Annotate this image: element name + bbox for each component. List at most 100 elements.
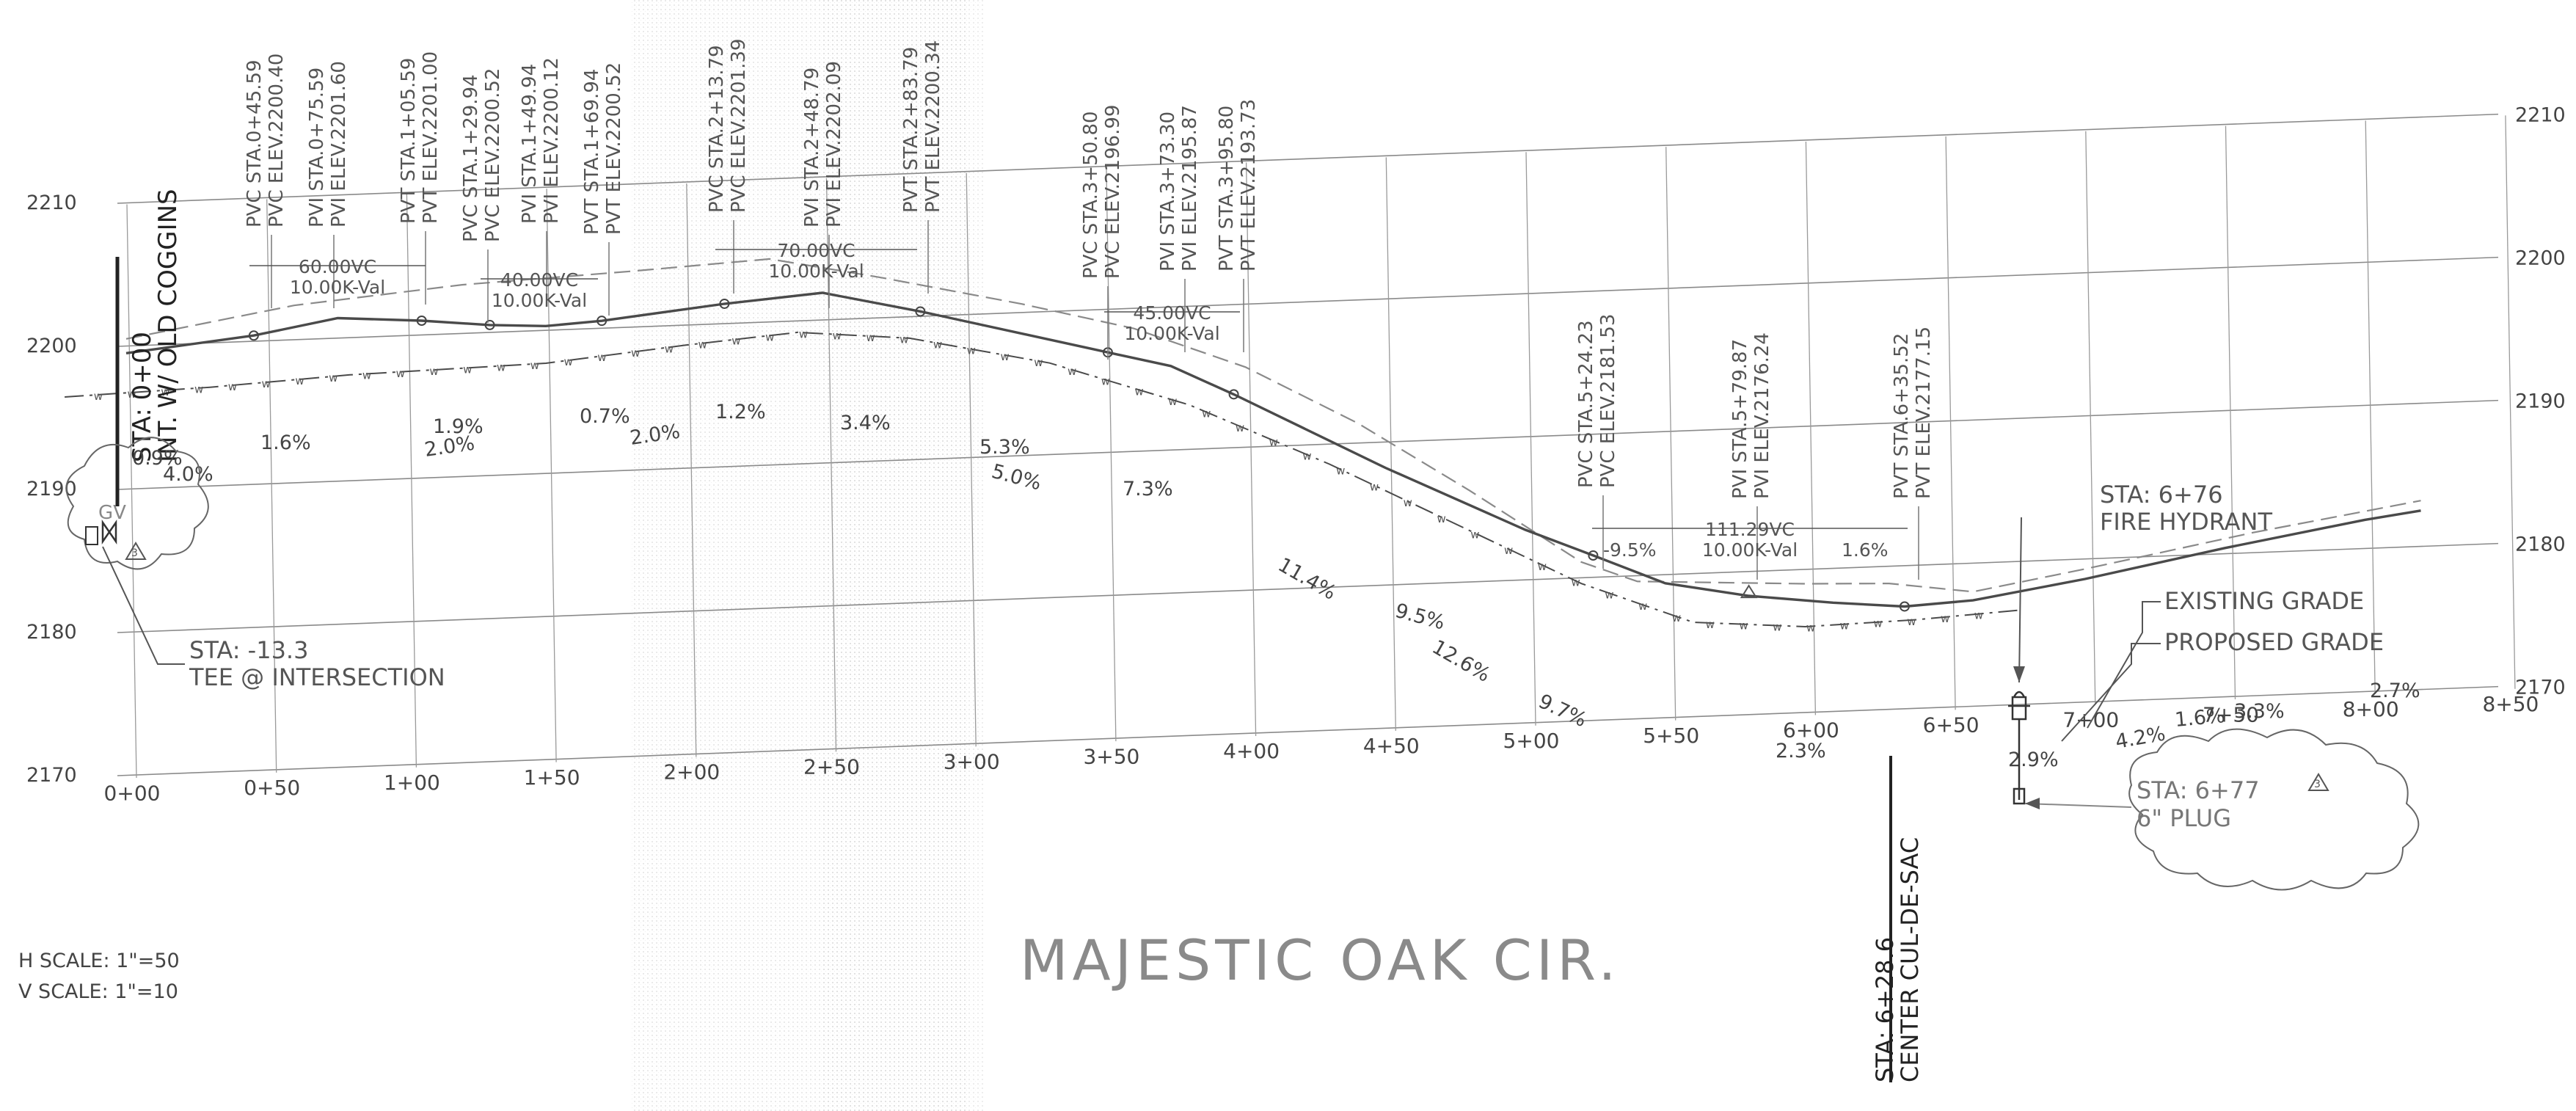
grid-line-vertical bbox=[2505, 115, 2516, 689]
water-marker: w bbox=[1773, 620, 1781, 633]
curve-point-marker bbox=[416, 315, 427, 326]
elevation-label: 2200 bbox=[26, 335, 77, 357]
curve-label-elevation: PVC ELEV.2200.40 bbox=[266, 54, 288, 227]
water-marker: w bbox=[900, 332, 908, 346]
curve-label-elevation: PVC ELEV.2201.39 bbox=[728, 39, 750, 213]
grid-line-vertical bbox=[966, 172, 977, 747]
station-label: 6+00 bbox=[1783, 718, 1839, 743]
arrowhead-icon bbox=[2013, 666, 2025, 682]
curve-k-value-label: 10.00K-Val bbox=[1702, 539, 1798, 561]
grid-line-vertical bbox=[1245, 162, 1257, 736]
scan-smudge bbox=[822, 0, 983, 1111]
plug-station-label: STA: 6+77 bbox=[2137, 776, 2260, 804]
elevation-label: 2210 bbox=[26, 192, 77, 214]
hydrant-station-label: STA: 6+76 bbox=[2100, 481, 2223, 509]
water-marker: w bbox=[429, 365, 438, 378]
station-label: 1+00 bbox=[384, 771, 440, 795]
curve-label-station: PVI STA.1+49.94 bbox=[519, 64, 541, 224]
curve-length-label: 40.00VC bbox=[500, 269, 578, 291]
curve-label-elevation: PVC ELEV.2181.53 bbox=[1597, 314, 1619, 488]
water-marker: w bbox=[1840, 619, 1849, 633]
curve-label-station: PVT STA.2+83.79 bbox=[900, 47, 922, 213]
revision-cloud-right bbox=[2128, 728, 2420, 891]
water-marker: w bbox=[866, 331, 875, 344]
grid-line-horizontal bbox=[117, 542, 2499, 633]
hydrant-label: FIRE HYDRANT bbox=[2100, 508, 2272, 536]
grid-line-vertical bbox=[546, 189, 557, 762]
water-marker: w bbox=[94, 390, 103, 403]
curve-label-station: PVC STA.2+13.79 bbox=[706, 45, 728, 213]
grid-line-horizontal bbox=[117, 113, 2499, 204]
curve-label-station: PVT STA.3+95.80 bbox=[1216, 106, 1238, 272]
tee-station-label: STA: -13.3 bbox=[189, 636, 308, 664]
vertical-curve-points bbox=[248, 298, 1910, 612]
curve-label-elevation: PVI ELEV.2201.60 bbox=[328, 61, 350, 227]
grade-label: 1.6% bbox=[260, 431, 311, 454]
curve-label-station: PVC STA.1+29.94 bbox=[460, 74, 482, 242]
grade-label: 12.6% bbox=[1429, 635, 1495, 687]
water-marker: w bbox=[1135, 385, 1144, 398]
curve-label-elevation: PVI ELEV.2200.12 bbox=[541, 57, 563, 224]
grid-line-horizontal bbox=[117, 256, 2499, 347]
station-label: 2+50 bbox=[803, 755, 860, 779]
grade-label: 4.0% bbox=[163, 463, 214, 486]
water-marker: w bbox=[295, 374, 304, 387]
proposed-grade-line bbox=[125, 291, 2421, 608]
revision-triangle-icon bbox=[125, 542, 147, 560]
water-marker: w bbox=[1000, 350, 1009, 363]
begin-intersection-label: INT. W/ OLD COGGINS bbox=[153, 189, 183, 462]
curve-label-elevation: PVT ELEV.2177.15 bbox=[1913, 327, 1935, 499]
water-marker: w bbox=[194, 383, 203, 396]
water-marker: w bbox=[463, 363, 472, 376]
grid-line-vertical bbox=[1805, 141, 1817, 715]
station-label: 6+50 bbox=[1923, 713, 1980, 737]
curve-k-value-label: 10.00K-Val bbox=[768, 261, 864, 282]
curve-k-value-label: 10.00K-Val bbox=[1124, 323, 1219, 344]
elevation-label: 2190 bbox=[2515, 390, 2566, 413]
revision-mark-left: 3 bbox=[131, 547, 138, 559]
grade-label: 0.9% bbox=[132, 447, 183, 470]
curve-label-elevation: PVI ELEV.2176.24 bbox=[1751, 332, 1773, 499]
curve-point-marker bbox=[248, 330, 259, 341]
curve-label-station: PVI STA.5+79.87 bbox=[1729, 339, 1751, 499]
existing-grade-leader bbox=[2087, 601, 2161, 729]
water-marker: w bbox=[799, 327, 808, 340]
station-label: 7+50 bbox=[2203, 702, 2259, 726]
grid-line-vertical bbox=[406, 194, 417, 768]
grade-legend: EXISTING GRADE PROPOSED GRADE bbox=[2061, 587, 2384, 742]
curve-label-station: PVT STA.1+05.59 bbox=[398, 58, 420, 224]
grade-label: 2.7% bbox=[2370, 680, 2420, 702]
curve-label-elevation: PVC ELEV.2200.52 bbox=[482, 68, 504, 242]
grade-label: 1.9% bbox=[433, 415, 484, 438]
station-label: 8+00 bbox=[2343, 697, 2399, 721]
station-label: 7+00 bbox=[2062, 707, 2119, 732]
curve-point-marker bbox=[719, 298, 730, 309]
water-marker: w bbox=[1907, 615, 1916, 628]
grade-label: 3.3% bbox=[2234, 700, 2285, 723]
water-marker: w bbox=[1572, 576, 1580, 589]
curve-label-station: PVC STA.0+45.59 bbox=[244, 59, 266, 227]
curve-label-station: PVT STA.1+69.94 bbox=[581, 69, 603, 235]
elevation-label: 2210 bbox=[2515, 104, 2566, 127]
water-marker: w bbox=[1739, 619, 1748, 633]
tee-callout: GV 3 STA: -13.3 TEE @ INTERSECTION bbox=[65, 437, 445, 691]
curve-point-marker bbox=[1899, 601, 1910, 612]
revision-cloud-left bbox=[65, 437, 209, 570]
existing-grade-line bbox=[125, 258, 2421, 593]
grid-line-vertical bbox=[2365, 120, 2376, 694]
gate-valve-label: GV bbox=[98, 502, 126, 524]
station-label: 4+50 bbox=[1363, 734, 1420, 758]
curve-label-elevation: PVI ELEV.2195.87 bbox=[1179, 105, 1201, 272]
water-marker: w bbox=[1941, 612, 1949, 625]
water-marker: w bbox=[1168, 395, 1177, 408]
grid-line-horizontal bbox=[117, 685, 2499, 776]
revision-mark-right: 3 bbox=[2314, 779, 2321, 790]
curve-length-label: 70.00VC bbox=[777, 240, 855, 261]
curve-label-elevation: PVT ELEV.2201.00 bbox=[420, 51, 442, 224]
